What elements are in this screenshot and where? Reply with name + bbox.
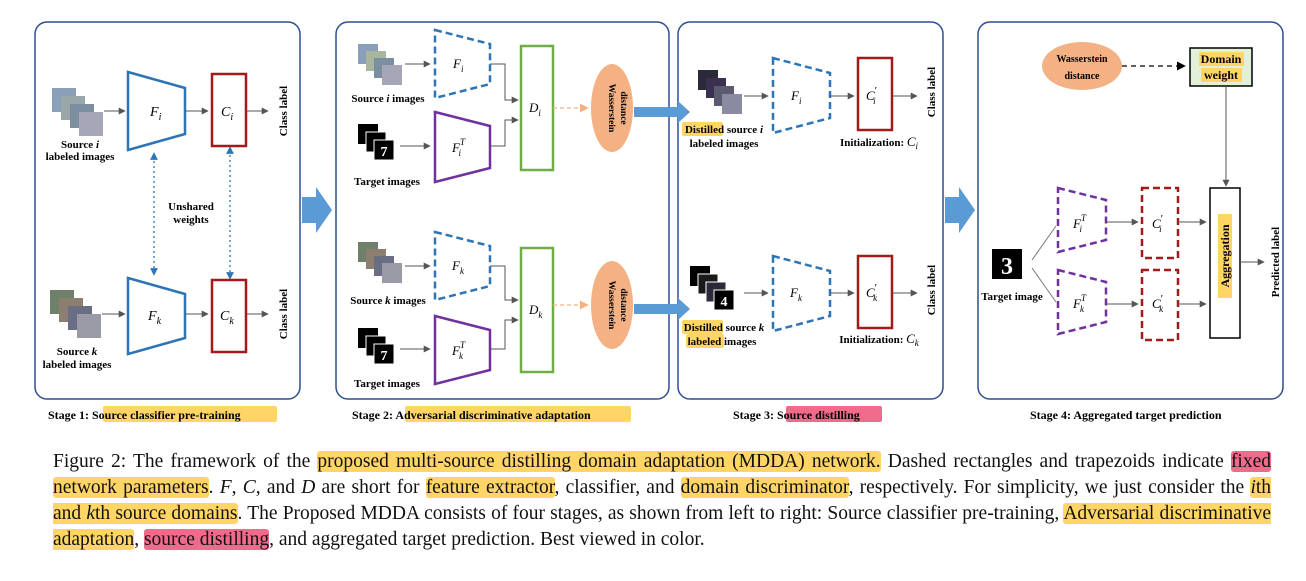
stage2-source-k-thumbnails <box>358 242 402 283</box>
stage1-source-k-label: Source k <box>57 346 98 358</box>
stage4-Ck-prime-label: C′k <box>1152 293 1164 314</box>
stage1-Fi-label: Fi <box>149 105 162 123</box>
stage1-to-2-arrow <box>302 187 332 233</box>
stage4-caption: Stage 4: Aggregated target prediction <box>1030 408 1222 422</box>
stage3-distilled-k-label-2: labeled images <box>688 336 757 348</box>
stage4-FiT-fixed-extractor <box>1056 186 1108 254</box>
stage1-Ci-label: Ci <box>221 105 233 123</box>
stage1-Fi-extractor <box>126 70 187 152</box>
stage2-target-images-label-2: Target images <box>354 378 421 390</box>
stage2-wasserstein-k <box>591 261 633 349</box>
stage1-source-k-thumbnails <box>50 290 101 338</box>
stage1-Ci-classifier <box>210 72 248 148</box>
unshared-weights-label-2: weights <box>173 214 209 226</box>
stage1-source-i-label: Source i <box>61 139 100 151</box>
stage3-Fi-label: Fi <box>790 88 802 106</box>
stage4-Ci-prime-label: C′i <box>1152 213 1163 234</box>
stage2-FiT-target-extractor <box>433 110 492 184</box>
stage4-domain-weight-text-2: weight <box>1204 68 1238 82</box>
svg-text:7: 7 <box>381 145 388 160</box>
stage2-panel <box>335 21 670 400</box>
stage4-target-image: 3 <box>992 249 1022 280</box>
stage2-source-k-label: Source k images <box>350 295 426 307</box>
stage3-caption: Stage 3: Source distilling <box>733 408 860 422</box>
stage3-class-label-top: Class label <box>926 67 938 117</box>
stage3-init-k: Initialization: Ck <box>839 331 920 348</box>
stage4-panel <box>977 21 1284 400</box>
svg-text:4: 4 <box>721 295 728 310</box>
stage2-Dk-discriminator <box>519 246 555 374</box>
stage2-caption: Stage 2: Adversarial discriminative adap… <box>352 408 591 422</box>
stage4-Ck-prime-fixed-classifier <box>1140 268 1180 342</box>
stage3-to-4-arrow <box>945 187 975 233</box>
stage3-panel <box>677 21 944 400</box>
stage1-class-label-bottom: Class label <box>278 289 290 339</box>
stage3-Fk-label: Fk <box>789 285 803 303</box>
stage1-source-i-thumbnails <box>52 88 103 136</box>
stage4-Ci-prime-fixed-classifier <box>1140 186 1180 260</box>
stage4-domain-weight-text: Domain <box>1201 52 1242 66</box>
stage3-distilled-i-label: Distilled source i <box>685 124 764 136</box>
stage2-target-images-label-1: Target images <box>354 176 421 188</box>
stage3-Ci-prime-label: C′i <box>866 85 877 106</box>
stage2-wasserstein-k-text-2: distance <box>618 288 628 321</box>
stage3-distilled-i-label-2: labeled images <box>690 138 759 150</box>
stage1-Fk-extractor <box>126 276 187 356</box>
stage3-distilled-k-thumbnails: 4 <box>690 266 735 311</box>
wasserstein-to-distill-k-arrow <box>634 298 690 320</box>
stage2-wasserstein-k-text: Wasserstein <box>606 281 616 330</box>
svg-text:3: 3 <box>1001 254 1013 280</box>
stage3-distilled-i-thumbnails <box>698 70 742 114</box>
stage2-target-k-thumbnails: 7 <box>358 328 395 365</box>
stage1-class-label-top: Class label <box>278 86 290 136</box>
stage3-Ck-prime-classifier <box>856 254 894 330</box>
stage1-source-k-label-2: labeled images <box>43 359 112 371</box>
stage4-FkT-fixed-extractor <box>1056 268 1108 336</box>
stage1-Ck-label: Ck <box>220 309 234 327</box>
stage2-wasserstein-i <box>591 64 633 152</box>
wasserstein-to-distill-i-arrow <box>634 101 690 123</box>
stage4-aggregation-label: Aggregation <box>1218 224 1232 287</box>
stage3-Ci-prime-classifier <box>856 56 894 132</box>
stage3-Fi-fixed-extractor <box>771 56 832 135</box>
stage3-class-label-bottom: Class label <box>926 265 938 315</box>
stage3-init-i: Initialization: Ci <box>840 134 919 151</box>
stage3-Fk-fixed-extractor <box>771 254 832 333</box>
stage2-Fi-fixed-extractor <box>433 28 492 100</box>
stage1-panel <box>34 21 301 400</box>
stage2-target-i-thumbnails: 7 <box>358 124 395 161</box>
stage3-distilled-k-label: Distilled source k <box>684 322 765 334</box>
stage2-FkT-target-extractor <box>433 314 492 386</box>
stage2-Fk-label: Fk <box>451 258 465 276</box>
stage4-wasserstein-text: Wasserstein <box>1056 54 1108 65</box>
stage2-Fk-fixed-extractor <box>433 230 492 302</box>
stage1-caption: Stage 1: Source classifier pre-training <box>48 408 241 422</box>
stage2-wasserstein-i-text: Wasserstein <box>606 84 616 133</box>
stage2-Di-discriminator <box>519 44 555 172</box>
stage4-target-image-label: Target image <box>981 291 1043 303</box>
stage1-Fk-label: Fk <box>147 309 162 327</box>
unshared-weights-label: Unshared <box>168 201 214 213</box>
stage2-wasserstein-i-text-2: distance <box>618 91 628 124</box>
stage3-Ck-prime-label: C′k <box>866 282 878 303</box>
mdda-framework-diagram: Source i labeled images Fi Ci Class labe… <box>34 21 1284 422</box>
stage1-Ck-classifier <box>210 278 248 354</box>
stage2-Di-label: Di <box>528 100 541 118</box>
stage1-source-i-label-2: labeled images <box>46 151 115 163</box>
svg-text:7: 7 <box>381 349 388 364</box>
stage4-predicted-label: Predicted label <box>1270 227 1282 297</box>
figure-caption: Figure 2: The framework of the proposed … <box>53 451 1272 550</box>
stage2-Fi-label: Fi <box>452 56 464 74</box>
stage2-source-i-thumbnails <box>358 44 402 85</box>
stage4-wasserstein-text-2: distance <box>1065 71 1101 82</box>
stage2-Dk-label: Dk <box>528 302 543 320</box>
stage4-wasserstein <box>1042 42 1122 90</box>
stage2-source-i-label: Source i images <box>351 93 425 105</box>
